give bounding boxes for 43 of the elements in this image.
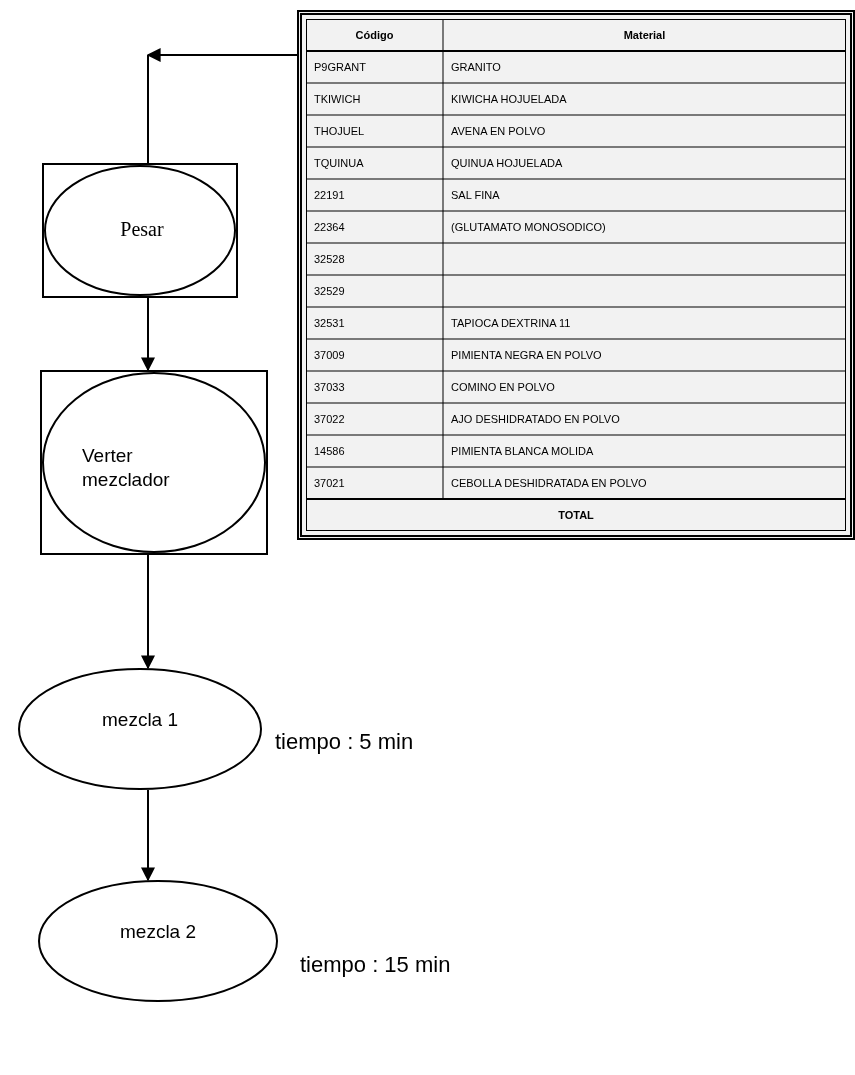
duration-note: tiempo : 15 min [300, 951, 451, 979]
table-text: TKIWICH [314, 94, 362, 105]
table-text: TQUINUA [314, 158, 365, 169]
table-text: (GLUTAMATO MONOSODICO) [451, 222, 607, 233]
table-text: 32528 [314, 254, 346, 265]
table-text: 37009 [314, 350, 346, 361]
step-label: mezcla 2 [119, 920, 197, 944]
arrow [141, 297, 155, 372]
table-text: COMINO EN POLVO [451, 382, 556, 393]
column-header: Código [354, 30, 395, 41]
table-text: GRANITO [451, 62, 502, 73]
table-text: 32529 [314, 286, 346, 297]
process-square [42, 163, 238, 298]
step-label: mezcla 1 [101, 708, 179, 732]
table-text: PIMIENTA NEGRA EN POLVO [451, 350, 603, 361]
table-text: 37022 [314, 414, 346, 425]
step-label: Pesar [119, 217, 165, 242]
table-text: TAPIOCA DEXTRINA 11 [451, 318, 572, 329]
table-text: CEBOLLA DESHIDRATADA EN POLVO [451, 478, 648, 489]
table-text: P9GRANT [314, 62, 367, 73]
arrow [146, 48, 298, 62]
table-text: AVENA EN POLVO [451, 126, 547, 137]
duration-note: tiempo : 5 min [275, 728, 414, 756]
arrow [141, 789, 155, 882]
process-ellipse [38, 880, 278, 1002]
total-label: TOTAL [557, 510, 595, 521]
table-text: THOJUEL [314, 126, 366, 137]
table-text: 37021 [314, 478, 346, 489]
column-header: Material [622, 30, 667, 41]
table-text: 14586 [314, 446, 346, 457]
arrow [141, 554, 155, 670]
table-text: 22191 [314, 190, 346, 201]
table-text: 22364 [314, 222, 346, 233]
process-square [40, 370, 268, 555]
table-text: KIWICHA HOJUELADA [451, 94, 568, 105]
table-text: 37033 [314, 382, 346, 393]
table-text: SAL FINA [451, 190, 501, 201]
step-label: Verter mezclador [82, 444, 171, 492]
table-text: QUINUA HOJUELADA [451, 158, 564, 169]
table-text: AJO DESHIDRATADO EN POLVO [451, 414, 621, 425]
table-text: PIMIENTA BLANCA MOLIDA [451, 446, 595, 457]
table-text: 32531 [314, 318, 346, 329]
process-ellipse [18, 668, 262, 790]
